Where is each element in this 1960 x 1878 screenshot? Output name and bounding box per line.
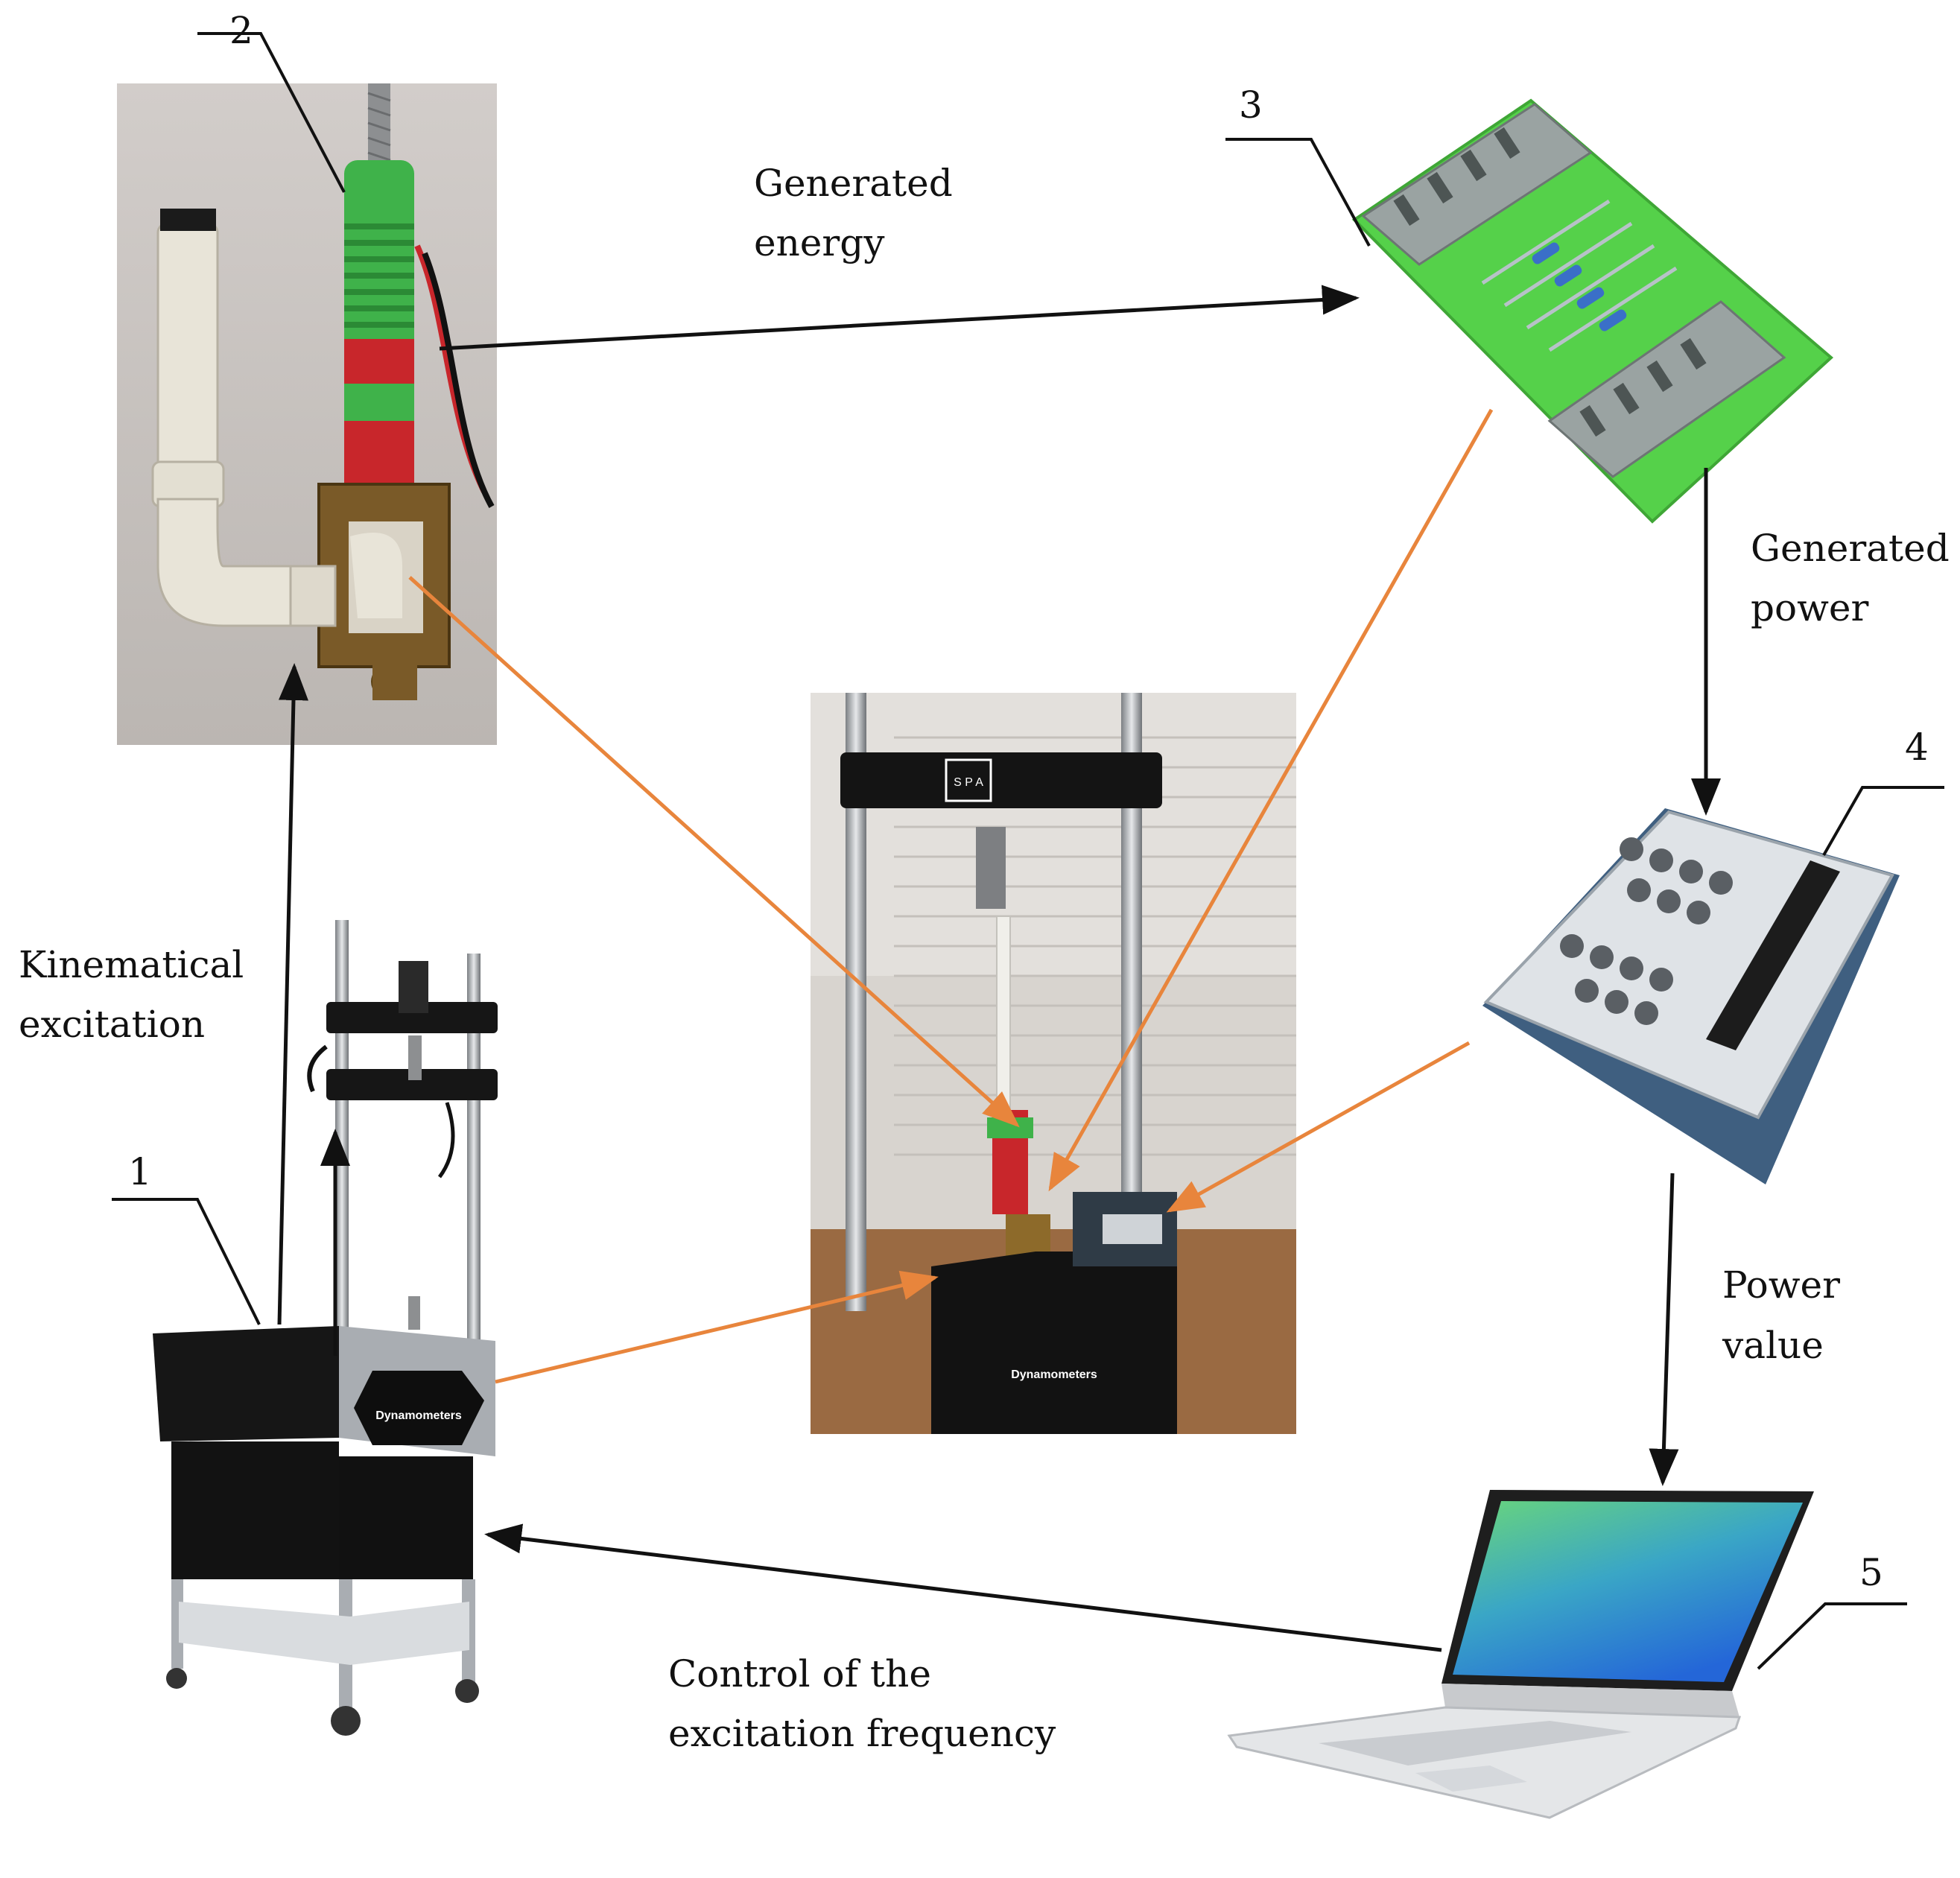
- tester-photo: Dynamometers: [153, 920, 498, 1736]
- label-generated-energy-2: energy: [754, 221, 885, 264]
- daq-photo: [1482, 808, 1900, 1184]
- orange-arrow-tester: [495, 1270, 939, 1384]
- center-setup-photo: S P A Dynamometers: [811, 693, 1296, 1434]
- number-5: 5: [1859, 1551, 1883, 1594]
- orange-arrow-daq: [1166, 1041, 1471, 1213]
- number-4: 4: [1905, 726, 1929, 769]
- label-power-value-1: Power: [1722, 1263, 1840, 1307]
- leader-lines: [112, 32, 1944, 1670]
- harvester-photo: [117, 83, 497, 745]
- number-3: 3: [1239, 83, 1263, 127]
- label-kinematical-2: excitation: [19, 1003, 205, 1046]
- orange-arrow-board: [1048, 408, 1494, 1192]
- leader-1: [112, 1198, 261, 1325]
- leader-5: [1757, 1602, 1907, 1670]
- leader-3: [1225, 138, 1371, 247]
- crosshead-logo-text: S P A: [954, 776, 983, 789]
- tester-logo-text: Dynamometers: [375, 1409, 462, 1422]
- arrow-kinematical-excitation: [277, 663, 308, 1325]
- arrow-power-value: [1649, 1173, 1679, 1486]
- label-power-value-2: value: [1722, 1324, 1824, 1367]
- label-generated-power-2: power: [1751, 586, 1868, 629]
- orange-arrows: [408, 408, 1494, 1384]
- arrow-generated-energy: [439, 285, 1360, 351]
- center-logo-text: Dynamometers: [1011, 1368, 1097, 1381]
- arrow-control-frequency: [484, 1523, 1442, 1652]
- orange-arrow-harvester: [408, 576, 1020, 1128]
- label-generated-power-1: Generated: [1751, 527, 1950, 570]
- number-2: 2: [229, 9, 253, 52]
- leader-2: [197, 32, 346, 193]
- laptop-photo: [1227, 1490, 1814, 1819]
- leader-4: [1822, 786, 1944, 856]
- number-1: 1: [128, 1150, 152, 1193]
- black-arrows: [277, 285, 1721, 1652]
- label-kinematical-1: Kinematical: [19, 943, 244, 986]
- label-control-1: Control of the: [668, 1652, 931, 1695]
- label-generated-energy-1: Generated: [754, 162, 953, 205]
- resistor-board-photo: [1351, 98, 1834, 524]
- label-control-2: excitation frequency: [668, 1712, 1056, 1755]
